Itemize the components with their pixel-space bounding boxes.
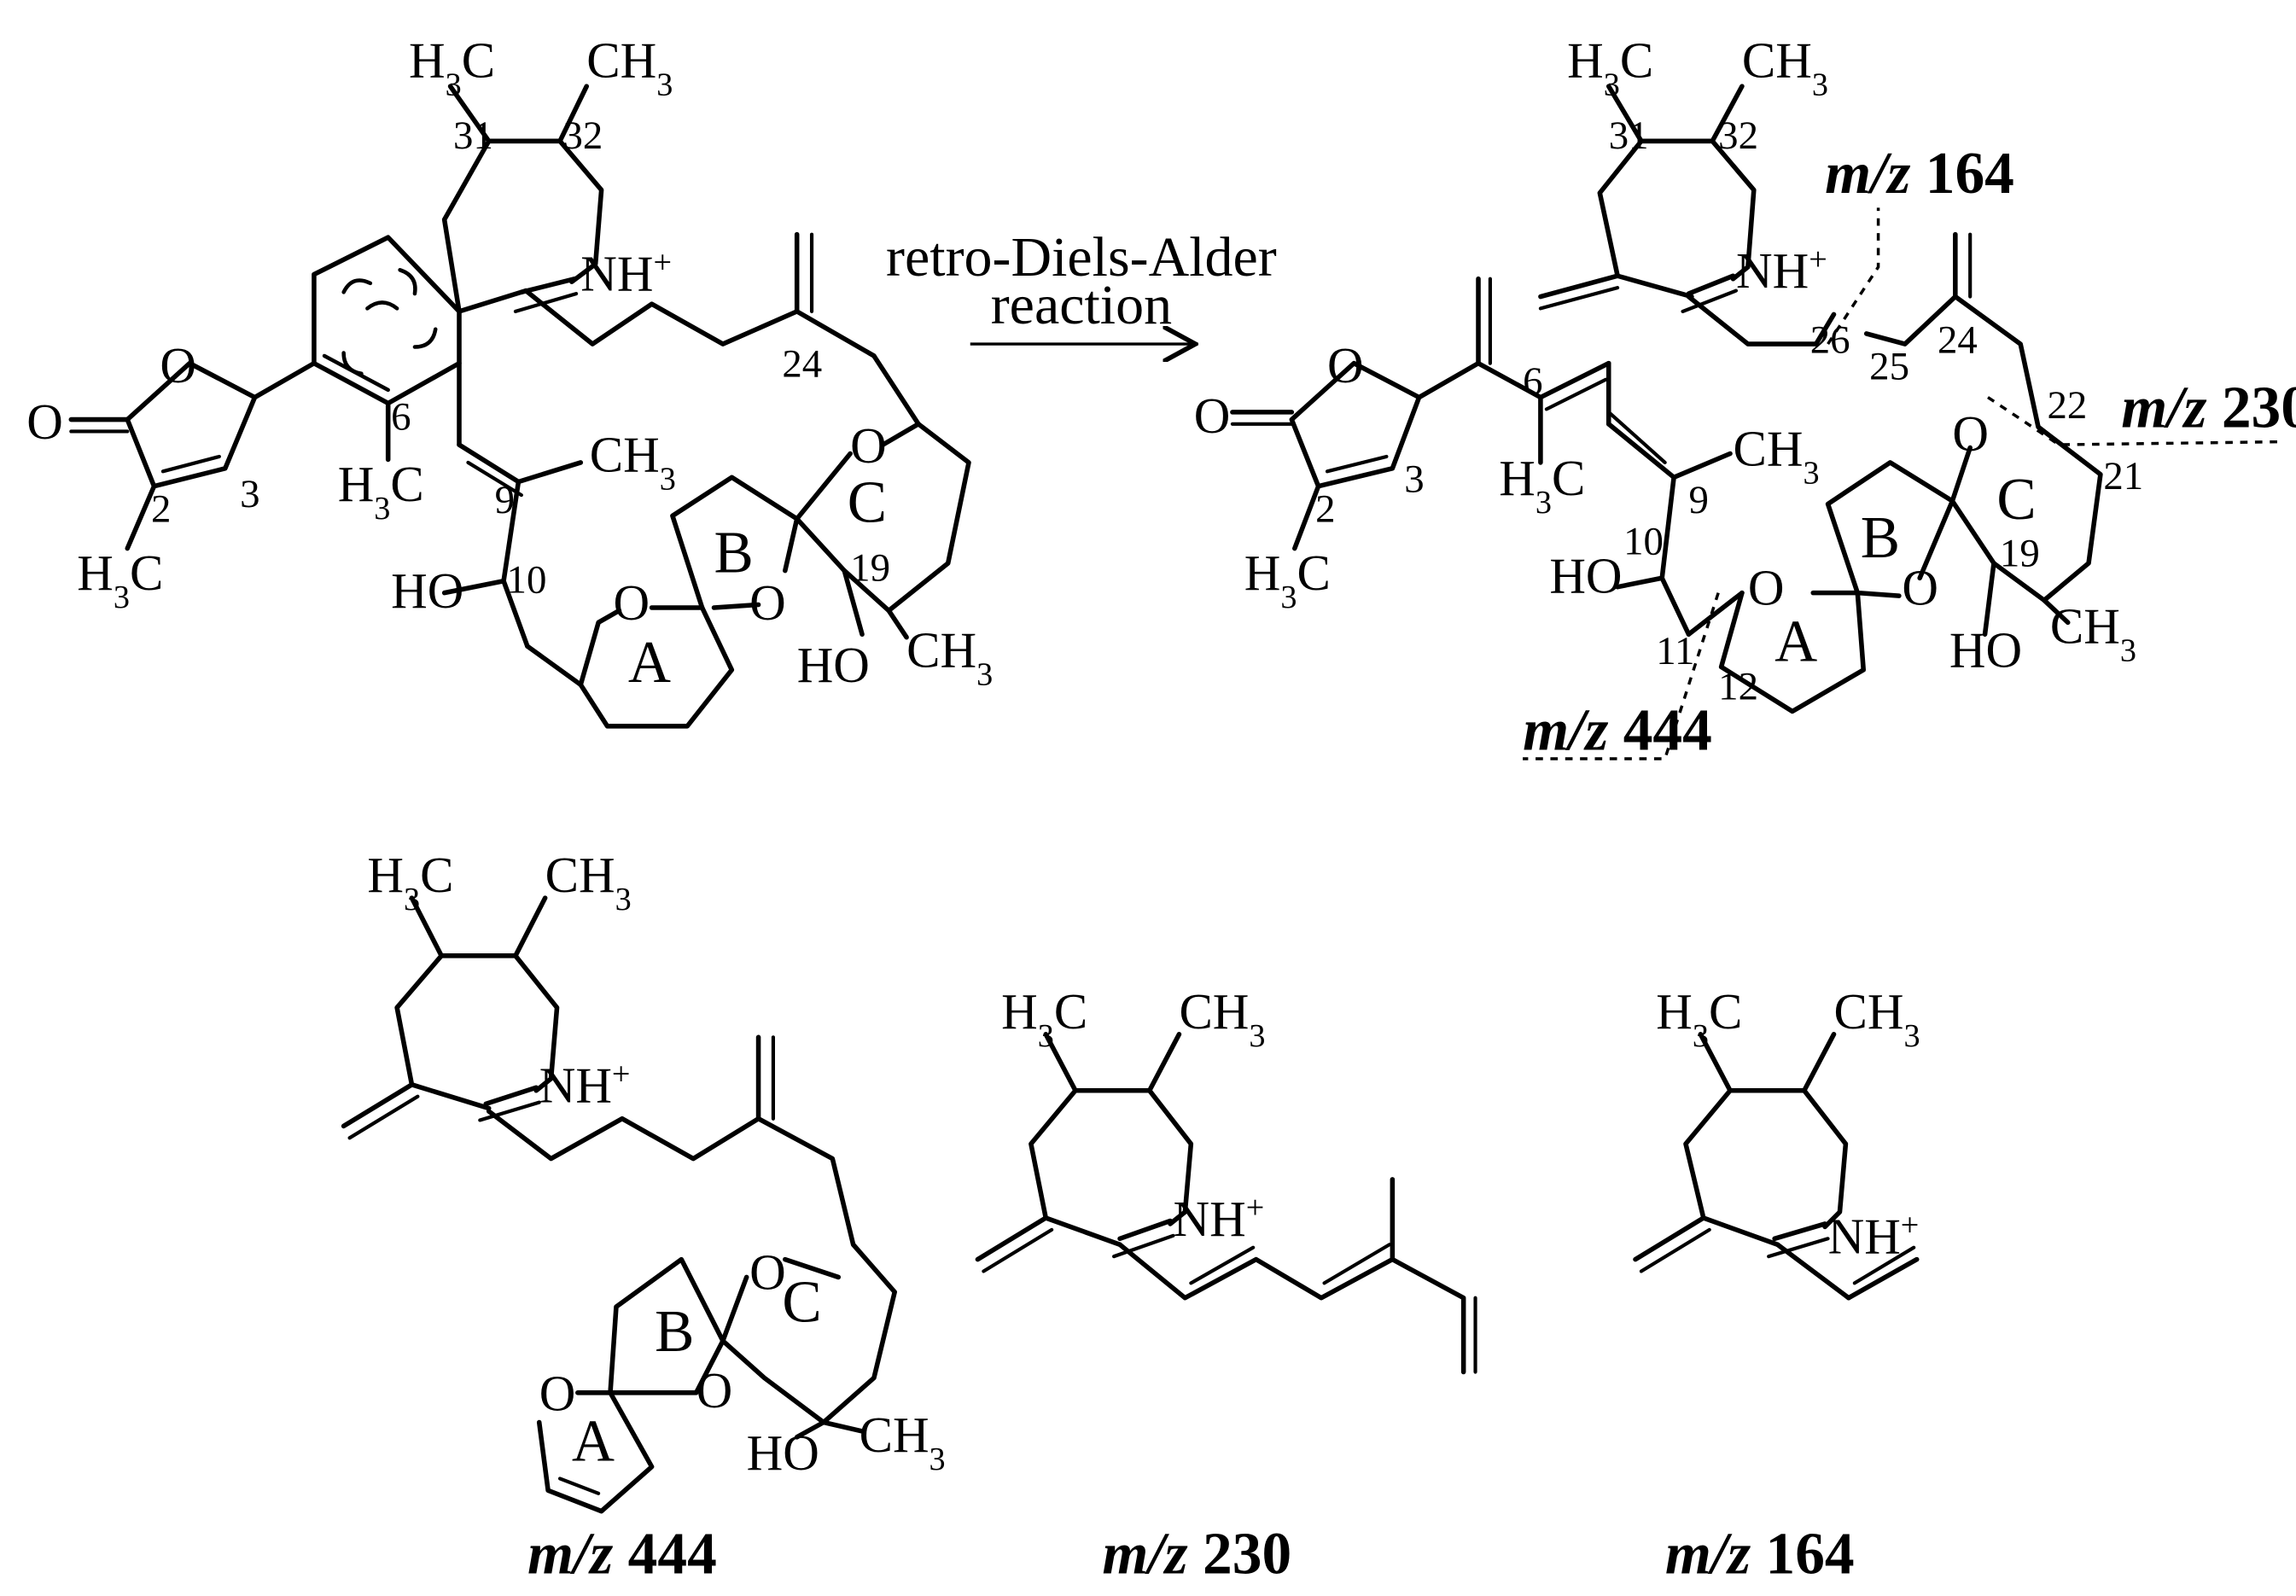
num-24: 24	[1938, 317, 1978, 362]
fragment-label-230-cut: m/z 230	[2121, 375, 2296, 440]
ring-label-b: B	[1861, 505, 1900, 571]
label-ch3: CH3	[586, 32, 673, 103]
label-h3c: H3C	[1499, 450, 1585, 521]
label-ho: HO	[797, 637, 870, 693]
label-ch3: CH3	[906, 621, 993, 692]
num-9: 9	[495, 478, 515, 522]
num-3: 3	[1404, 457, 1424, 502]
num-3: 3	[240, 472, 259, 516]
ring-label-a: A	[1774, 609, 1817, 674]
num-22: 22	[2047, 383, 2087, 428]
fragment-label-444-cut: m/z 444	[1523, 698, 1712, 764]
label-o: O	[1327, 337, 1364, 393]
label-nh-plus: NH+	[1828, 1208, 1920, 1265]
label-h3c: H3C	[1244, 545, 1331, 615]
label-ho: HO	[1549, 548, 1622, 604]
label-ch3: CH3	[545, 847, 632, 917]
ring-label-c: C	[782, 1269, 821, 1335]
label-ho: HO	[747, 1424, 819, 1481]
parent-labels: H3C CH3 31 32 NH+ O O 3 2 H3C 6 H3C CH3 …	[26, 32, 993, 696]
fragment-164	[1633, 1032, 1920, 1301]
parent-molecule	[68, 84, 971, 729]
fragment-444-labels: H3C CH3 NH+ O C B O O A HO CH3 m/z 444	[367, 847, 945, 1587]
label-nh-plus: NH+	[1174, 1190, 1265, 1247]
ring-label-b: B	[714, 520, 754, 585]
fragment-230-labels: H3C CH3 NH+ m/z 230	[1001, 983, 1291, 1587]
label-h3c: H3C	[1001, 983, 1087, 1054]
label-ho: HO	[391, 562, 463, 619]
opened-labels: H3C CH3 31 32 NH+ m/z 164 26 25 24 22 m/…	[1194, 32, 2296, 764]
arrow-label-line2: reaction	[991, 274, 1172, 336]
num-9: 9	[1688, 478, 1708, 522]
label-o: O	[850, 417, 887, 474]
fragment-444	[341, 895, 898, 1514]
num-10: 10	[1623, 520, 1664, 564]
label-o: O	[1748, 560, 1785, 616]
fragment-caption-230: m/z 230	[1102, 1522, 1291, 1587]
label-h3c: H3C	[1567, 32, 1653, 103]
num-31: 31	[453, 114, 493, 158]
num-31: 31	[1609, 114, 1649, 158]
num-32: 32	[562, 114, 603, 158]
num-21: 21	[2103, 454, 2143, 498]
label-h3c: H3C	[338, 456, 424, 527]
label-ch3: CH3	[2050, 598, 2136, 669]
label-nh-plus: NH+	[580, 245, 672, 302]
label-h3c: H3C	[1656, 983, 1742, 1054]
ring-label-b: B	[655, 1299, 694, 1365]
label-o: O	[613, 574, 650, 631]
num-32: 32	[1718, 114, 1758, 158]
label-ho: HO	[1949, 621, 2022, 678]
fragment-caption-164: m/z 164	[1665, 1522, 1855, 1587]
num-11: 11	[1656, 629, 1694, 673]
fragment-label-164-cut: m/z 164	[1825, 141, 2014, 207]
arrow-label-line1: retro-Diels-Alder	[886, 226, 1277, 288]
num-26: 26	[1810, 317, 1850, 362]
label-ch3: CH3	[860, 1407, 946, 1477]
label-ch3: CH3	[590, 426, 676, 497]
label-h3c: H3C	[367, 847, 453, 917]
label-ch3: CH3	[1742, 32, 1828, 103]
fragment-caption-444: m/z 444	[527, 1522, 717, 1587]
num-10: 10	[507, 558, 547, 603]
ring-label-c: C	[1996, 467, 2036, 533]
num-2: 2	[151, 486, 171, 531]
num-24: 24	[782, 341, 822, 386]
num-19: 19	[2000, 531, 2040, 575]
ring-label-a: A	[572, 1409, 615, 1475]
num-6: 6	[1523, 359, 1542, 404]
label-o: O	[160, 337, 196, 393]
ring-label-c: C	[848, 469, 887, 535]
num-19: 19	[850, 546, 890, 591]
num-2: 2	[1315, 486, 1335, 531]
label-o: O	[696, 1362, 733, 1418]
reaction-arrow: retro-Diels-Alder reaction	[886, 226, 1277, 344]
fragment-164-labels: H3C CH3 NH+ m/z 164	[1656, 983, 1920, 1587]
label-o: O	[749, 574, 786, 631]
opened-molecule	[1230, 84, 2281, 760]
label-h3c: H3C	[77, 545, 163, 615]
label-o: O	[1952, 405, 1989, 462]
fragment-230	[975, 1032, 1477, 1375]
num-25: 25	[1869, 345, 1909, 389]
label-ch3: CH3	[1179, 983, 1265, 1054]
label-o: O	[749, 1244, 786, 1300]
num-6: 6	[391, 395, 411, 440]
num-12: 12	[1718, 665, 1758, 709]
label-o: O	[1194, 387, 1231, 444]
label-h3c: H3C	[409, 32, 495, 103]
label-o: O	[26, 393, 63, 450]
label-o: O	[539, 1366, 576, 1422]
label-o: O	[1902, 560, 1938, 616]
label-ch3: CH3	[1834, 983, 1920, 1054]
label-ch3: CH3	[1734, 420, 1820, 491]
label-nh-plus: NH+	[539, 1057, 631, 1114]
ring-label-a: A	[628, 630, 671, 696]
label-nh-plus: NH+	[1736, 242, 1827, 299]
